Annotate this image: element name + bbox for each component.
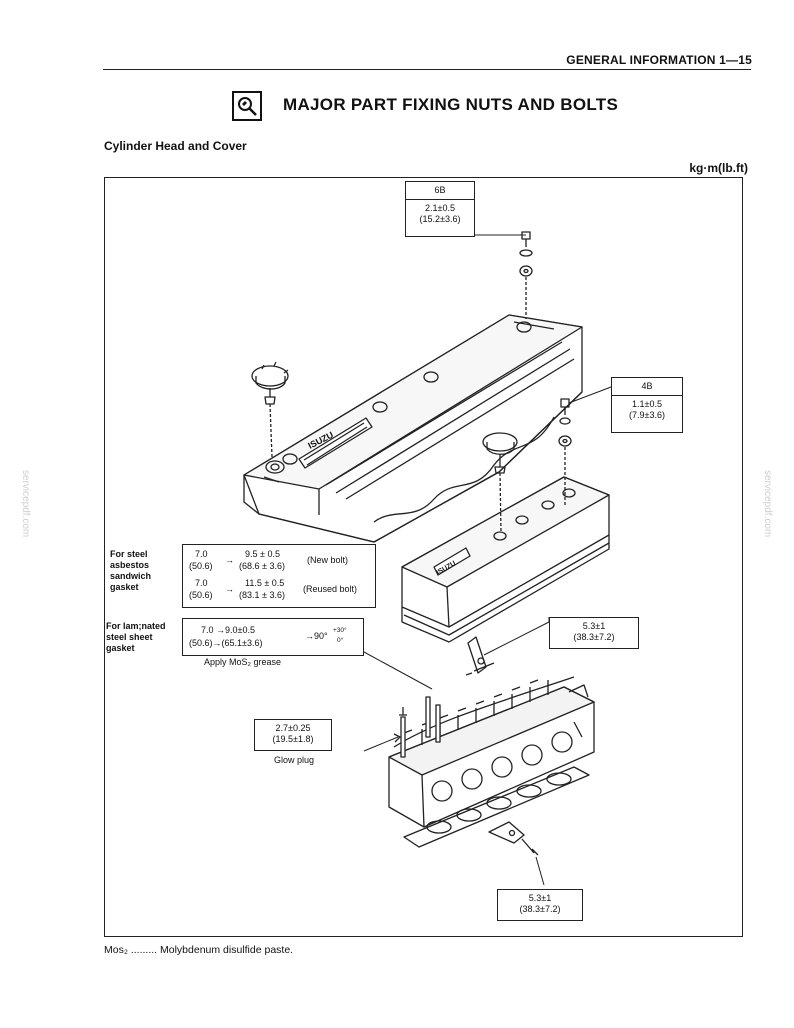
spec-bracket-top-value: 5.3±1 [582, 621, 606, 631]
bolt-stack-4b [558, 398, 572, 507]
spec-box-bracket-top: 5.3±1 (38.3±7.2) [549, 617, 639, 649]
spec-6b-value-lbft: (15.2±3.6) [419, 214, 461, 224]
asbestos-row1-initial-lbft: (50.6) [189, 561, 213, 571]
laminated-grease-note: Apply MoS₂ grease [204, 657, 282, 667]
footnote: Mos₂ ......... Molybdenum disulfide past… [104, 944, 294, 956]
wrench-magnifier-icon [232, 91, 262, 121]
units-label: kg·m(lb.ft) [689, 161, 748, 175]
spec-4b-value-lbft: (7.9±3.6) [629, 410, 665, 420]
head-gasket [403, 766, 590, 848]
spec-bracket-bottom-value: 5.3±1 [528, 893, 552, 903]
laminated-line1: 7.0 →9.0±0.5 [201, 625, 255, 635]
asbestos-row1-final: 9.5 ± 0.5 [245, 549, 280, 559]
spec-box-bracket-bottom: 5.3±1 (38.3±7.2) [497, 889, 583, 921]
head-bolts [363, 651, 441, 743]
asbestos-gasket-label: For steel asbestos sandwich gasket [110, 549, 152, 592]
spec-box-glow-plug: 2.7±0.25 (19.5±1.8) [254, 719, 332, 751]
cylinder-head-cover-large [243, 314, 583, 543]
glow-plug-caption: Glow plug [274, 755, 315, 765]
spec-6b-value: 2.1±0.5 [425, 203, 455, 213]
asbestos-torque-box: 7.0 (50.6) → 9.5 ± 0.5 (68.6 ± 3.6) (New… [182, 544, 376, 608]
spec-bracket-bottom-value-lbft: (38.3±7.2) [519, 904, 561, 914]
laminated-line2: (50.6)→(65.1±3.6) [189, 638, 263, 648]
asbestos-row2-final: 11.5 ± 0.5 [245, 578, 285, 588]
asbestos-row2-arrow: → [225, 584, 234, 594]
spec-4b-label: 4B [612, 378, 682, 396]
laminated-angle-plus: +30° [333, 627, 347, 634]
page-title: MAJOR PART FIXING NUTS AND BOLTS [283, 95, 619, 114]
cylinder-head-block [388, 676, 595, 828]
laminated-angle: →90° [305, 631, 328, 641]
asbestos-row1-arrow: → [225, 555, 234, 565]
exploded-view-diagram: ISUZU ISUZU [243, 231, 612, 886]
spec-glow-plug-value: 2.7±0.25 [275, 723, 311, 733]
laminated-torque-box: 7.0 →9.0±0.5 (50.6)→(65.1±3.6) →90° +30°… [182, 618, 364, 656]
bolt-stack-6b [519, 231, 533, 319]
spec-bracket-top-value-lbft: (38.3±7.2) [573, 632, 615, 642]
header-rule [103, 69, 751, 70]
lifting-bracket-top [465, 617, 550, 676]
laminated-angle-minus: 0° [337, 637, 344, 644]
page-header: GENERAL INFORMATION 1—15 [566, 53, 752, 67]
asbestos-row2-initial: 7.0 [195, 578, 208, 588]
asbestos-row2-final-lbft: (83.1 ± 3.6) [239, 590, 285, 600]
asbestos-row1-note: (New bolt) [307, 555, 349, 565]
lifting-bracket-bottom [488, 821, 545, 886]
spec-6b-label: 6B [406, 182, 474, 200]
section-title: Cylinder Head and Cover [104, 139, 247, 153]
spec-box-6b: 6B 2.1±0.5 (15.2±3.6) [405, 181, 475, 237]
spec-box-4b: 4B 1.1±0.5 (7.9±3.6) [611, 377, 683, 433]
asbestos-row2-note: (Reused bolt) [303, 584, 358, 594]
watermark-left: servicepdf.com [20, 470, 31, 538]
glow-plug [363, 707, 407, 758]
asbestos-row2-initial-lbft: (50.6) [189, 590, 213, 600]
oil-filler-cap-right [482, 432, 518, 533]
spec-glow-plug-value-lbft: (19.5±1.8) [272, 734, 314, 744]
diagram-frame [104, 177, 743, 937]
asbestos-row1-final-lbft: (68.6 ± 3.6) [239, 561, 285, 571]
oil-filler-cap-left [251, 361, 289, 458]
asbestos-row1-initial: 7.0 [195, 549, 208, 559]
cylinder-head-cover-small [401, 476, 610, 643]
laminated-gasket-label: For lam;nated steel sheet gasket [106, 621, 166, 653]
spec-4b-value: 1.1±0.5 [632, 399, 662, 409]
watermark-right: servicepdf.com [762, 470, 773, 538]
